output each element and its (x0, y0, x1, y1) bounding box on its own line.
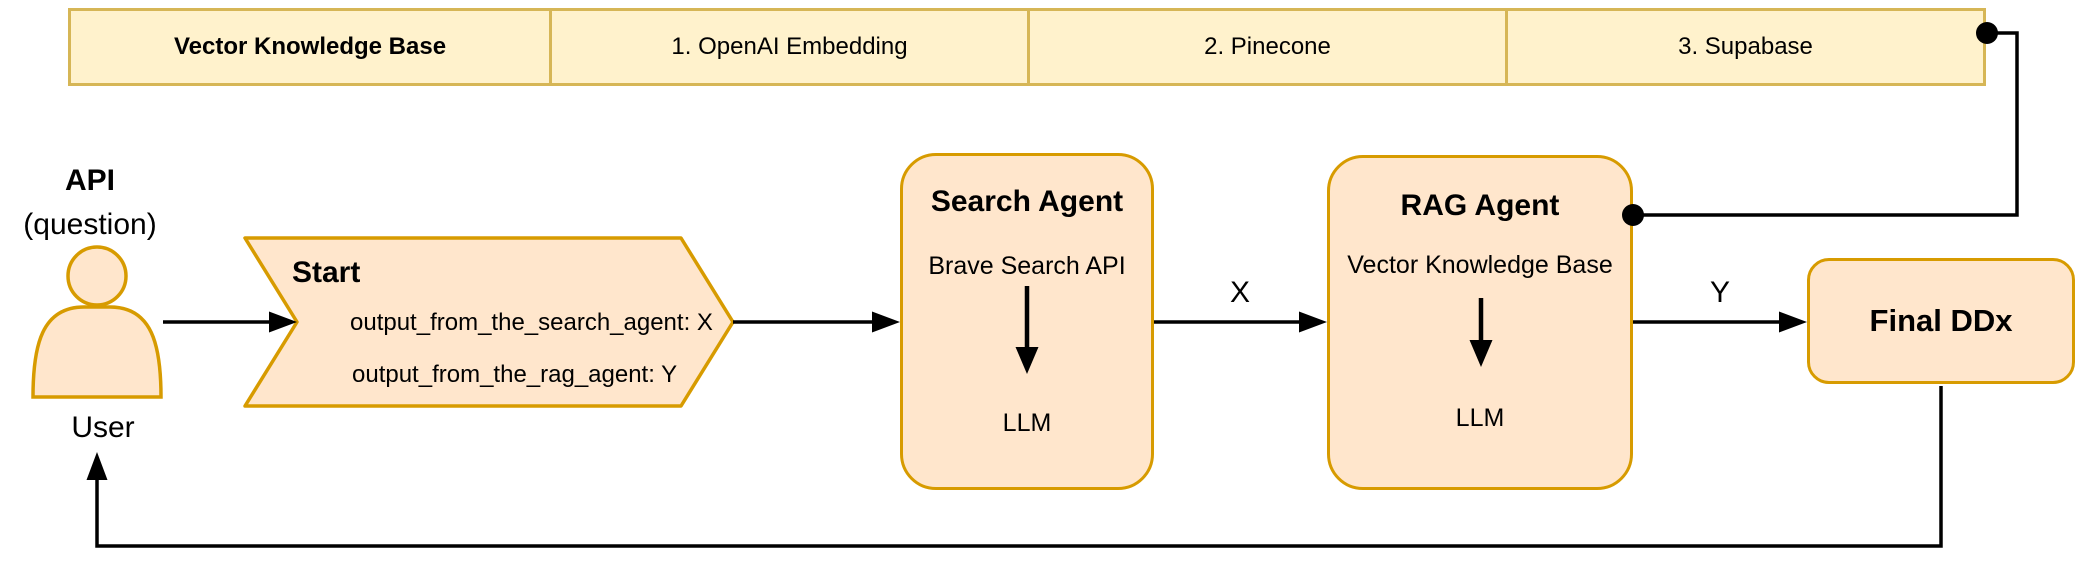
user-icon (31, 245, 163, 399)
user-icon-head (66, 245, 128, 307)
edge-rag-to-final (1633, 311, 1807, 333)
rag-agent-tool: Vector Knowledge Base (1347, 251, 1613, 279)
user-icon-body (31, 305, 163, 399)
arrowhead-right (872, 311, 900, 333)
final-ddx-label: Final DDx (1869, 303, 2013, 338)
arrowhead-right (1299, 311, 1327, 333)
search-agent-node: Search Agent Brave Search API LLM (900, 153, 1154, 490)
start-title: Start (292, 256, 361, 289)
arrowhead-right (269, 311, 297, 333)
edge-label-x: X (1229, 276, 1251, 309)
rag-agent-llm: LLM (1455, 404, 1505, 432)
rag-agent-title: RAG Agent (1400, 189, 1560, 222)
search-agent-title: Search Agent (930, 185, 1124, 218)
final-ddx-node: Final DDx (1807, 258, 2075, 384)
kb-bar-cell-pinecone: 2. Pinecone (1027, 11, 1505, 83)
start-output-line-rag: output_from_the_rag_agent: Y (352, 361, 678, 388)
search-agent-llm: LLM (1002, 409, 1052, 437)
kb-bar-header: Vector Knowledge Base (173, 33, 447, 60)
api-question-label: (question) (23, 208, 157, 241)
rag-agent-node: RAG Agent Vector Knowledge Base LLM (1327, 155, 1633, 490)
edge-user-to-start (163, 311, 297, 333)
start-output-line-search: output_from_the_search_agent: X (350, 309, 713, 336)
user-label: User (71, 411, 135, 444)
arrowhead-up (86, 452, 108, 480)
edge-search-to-rag (1154, 311, 1327, 333)
api-label: API (64, 164, 116, 197)
arrowhead-right (1779, 311, 1807, 333)
edge-start-to-search (733, 311, 900, 333)
vector-knowledge-base-bar: Vector Knowledge Base 1. OpenAI Embeddin… (68, 8, 1986, 86)
edge-label-y: Y (1709, 276, 1731, 309)
kb-bar-cell-supabase: 3. Supabase (1505, 11, 1983, 83)
kb-bar-cell-openai-embedding: 1. OpenAI Embedding (549, 11, 1027, 83)
search-agent-tool: Brave Search API (928, 252, 1126, 280)
